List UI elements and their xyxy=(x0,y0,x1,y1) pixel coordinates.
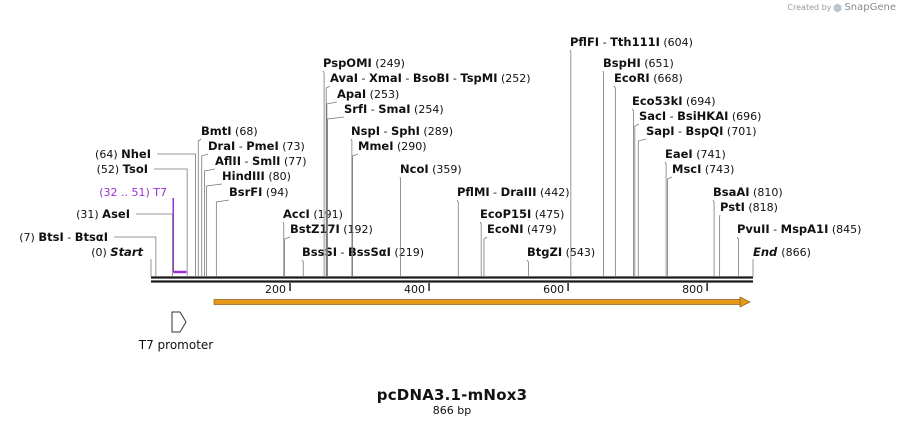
site-leader-nhei xyxy=(157,153,196,276)
site-label-saci: SacI - BsiHKAI (696) xyxy=(639,109,761,123)
site-label-tsoi: (52) TsoI xyxy=(97,162,148,176)
site-label-eco53ki: Eco53kI (694) xyxy=(632,94,716,108)
map-title: pcDNA3.1-mNox3 xyxy=(376,386,528,404)
orf-arrow-body xyxy=(213,299,743,305)
site-leader-aflii xyxy=(204,168,216,276)
site-label-sapi: SapI - BspQI (701) xyxy=(646,124,757,138)
site-label-bsssi: BssSI - BssSαI (219) xyxy=(302,245,424,259)
site-leader-pspomi xyxy=(322,70,325,276)
site-leader-sapi xyxy=(637,138,647,276)
site-label-msci: MscI (743) xyxy=(672,162,734,176)
site-label-acci: AccI (191) xyxy=(283,207,343,221)
start-label: (0) Start xyxy=(91,245,143,259)
orf-arrow-head xyxy=(739,296,751,308)
site-label-hindiii: HindIII (80) xyxy=(222,169,291,183)
site-leader-eco53ki xyxy=(631,108,634,276)
snapgene-credit: Created by SnapGene xyxy=(787,2,896,13)
site-leader-bsaai xyxy=(712,199,715,276)
site-label-pflfi: PflFI - Tth111I (604) xyxy=(570,35,693,49)
site-label-avai: AvaI - XmaI - BsoBI - TspMI (252) xyxy=(330,71,531,85)
site-label-eaei: EaeI (741) xyxy=(665,147,726,161)
site-leader-econi xyxy=(483,236,488,276)
t7-primer-label: (32 .. 51) T7 xyxy=(99,186,167,199)
site-leader-drai xyxy=(201,153,209,276)
site-leader-pflmi xyxy=(456,199,459,276)
t7-promoter-label: T7 promoter xyxy=(138,338,214,352)
ruler-label-200: 200 xyxy=(265,283,286,296)
map-subtitle: 866 bp xyxy=(432,404,472,417)
site-leader-apai xyxy=(326,101,338,276)
site-label-aflii: AflII - SmlI (77) xyxy=(215,154,307,168)
site-leader-btsi xyxy=(114,236,157,276)
site-leader-bsssi xyxy=(301,259,304,276)
site-label-ecop15i: EcoP15I (475) xyxy=(480,207,564,221)
site-leader-bsrfi xyxy=(215,199,230,276)
site-leader-pflfi xyxy=(569,49,572,276)
end-label: End (866) xyxy=(753,245,811,259)
site-label-bsaai: BsaAI (810) xyxy=(713,185,783,199)
site-label-mmei: MmeI (290) xyxy=(358,139,427,153)
site-leader-acci xyxy=(282,221,285,276)
site-leader-asei xyxy=(136,213,173,276)
credit-brand: SnapGene xyxy=(844,2,896,13)
site-label-btgzi: BtgZI (543) xyxy=(527,245,595,259)
credit-prefix: Created by xyxy=(787,3,832,12)
site-leader-ecori xyxy=(613,85,616,276)
site-leader-bsphi xyxy=(602,70,604,276)
site-leader-saci xyxy=(634,123,640,276)
site-label-pflmi: PflMI - DraIII (442) xyxy=(457,185,570,199)
site-label-psti: PstI (818) xyxy=(720,200,778,214)
linear-plasmid-map: 200 400 600 800 T7 promoter (32 .. 51) T7 (0) … xyxy=(19,35,861,352)
ruler-label-400: 400 xyxy=(404,283,425,296)
site-label-bstz17i: BstZ17I (192) xyxy=(290,222,373,236)
site-leader-tsoi xyxy=(154,168,188,276)
site-leader-mmei xyxy=(352,153,359,276)
site-leader-bstz17i xyxy=(284,236,291,276)
site-label-bsphi: BspHI (651) xyxy=(603,56,674,70)
t7-promoter-arrow-icon xyxy=(171,311,187,333)
site-leader-srfi xyxy=(327,116,345,276)
site-leader-hindiii xyxy=(206,183,223,276)
site-leader-msci xyxy=(667,176,673,276)
site-leader-ncoi xyxy=(399,176,401,276)
site-leader-btgzi xyxy=(526,259,529,276)
site-leader-bmti xyxy=(197,138,202,276)
site-label-btsi: (7) BtsI - BtsαI xyxy=(19,230,108,244)
site-label-nspi: NspI - SphI (289) xyxy=(351,124,453,138)
site-label-asei: (31) AseI xyxy=(76,207,130,221)
site-label-ecori: EcoRI (668) xyxy=(614,71,683,85)
site-leader-avai xyxy=(325,85,331,276)
site-label-pvuii: PvuII - MspA1I (845) xyxy=(737,222,861,236)
snapgene-logo-icon xyxy=(834,3,842,12)
site-label-econi: EcoNI (479) xyxy=(487,222,557,236)
site-label-drai: DraI - PmeI (73) xyxy=(208,139,305,153)
site-label-srfi: SrfI - SmaI (254) xyxy=(344,102,444,116)
site-label-nhei: (64) NheI xyxy=(95,147,151,161)
site-label-bmti: BmtI (68) xyxy=(201,124,258,138)
site-leader-ecop15i xyxy=(479,221,482,276)
site-label-ncoi: NcoI (359) xyxy=(400,162,462,176)
site-label-pspomi: PspOMI (249) xyxy=(323,56,405,70)
site-label-apai: ApaI (253) xyxy=(337,87,399,101)
site-leader-eaei xyxy=(664,161,667,276)
site-label-bsrfi: BsrFI (94) xyxy=(229,185,289,199)
ruler-label-800: 800 xyxy=(682,283,703,296)
ruler-label-600: 600 xyxy=(543,283,564,296)
site-leader-nspi xyxy=(350,138,353,276)
site-leader-pvuii xyxy=(736,236,739,276)
